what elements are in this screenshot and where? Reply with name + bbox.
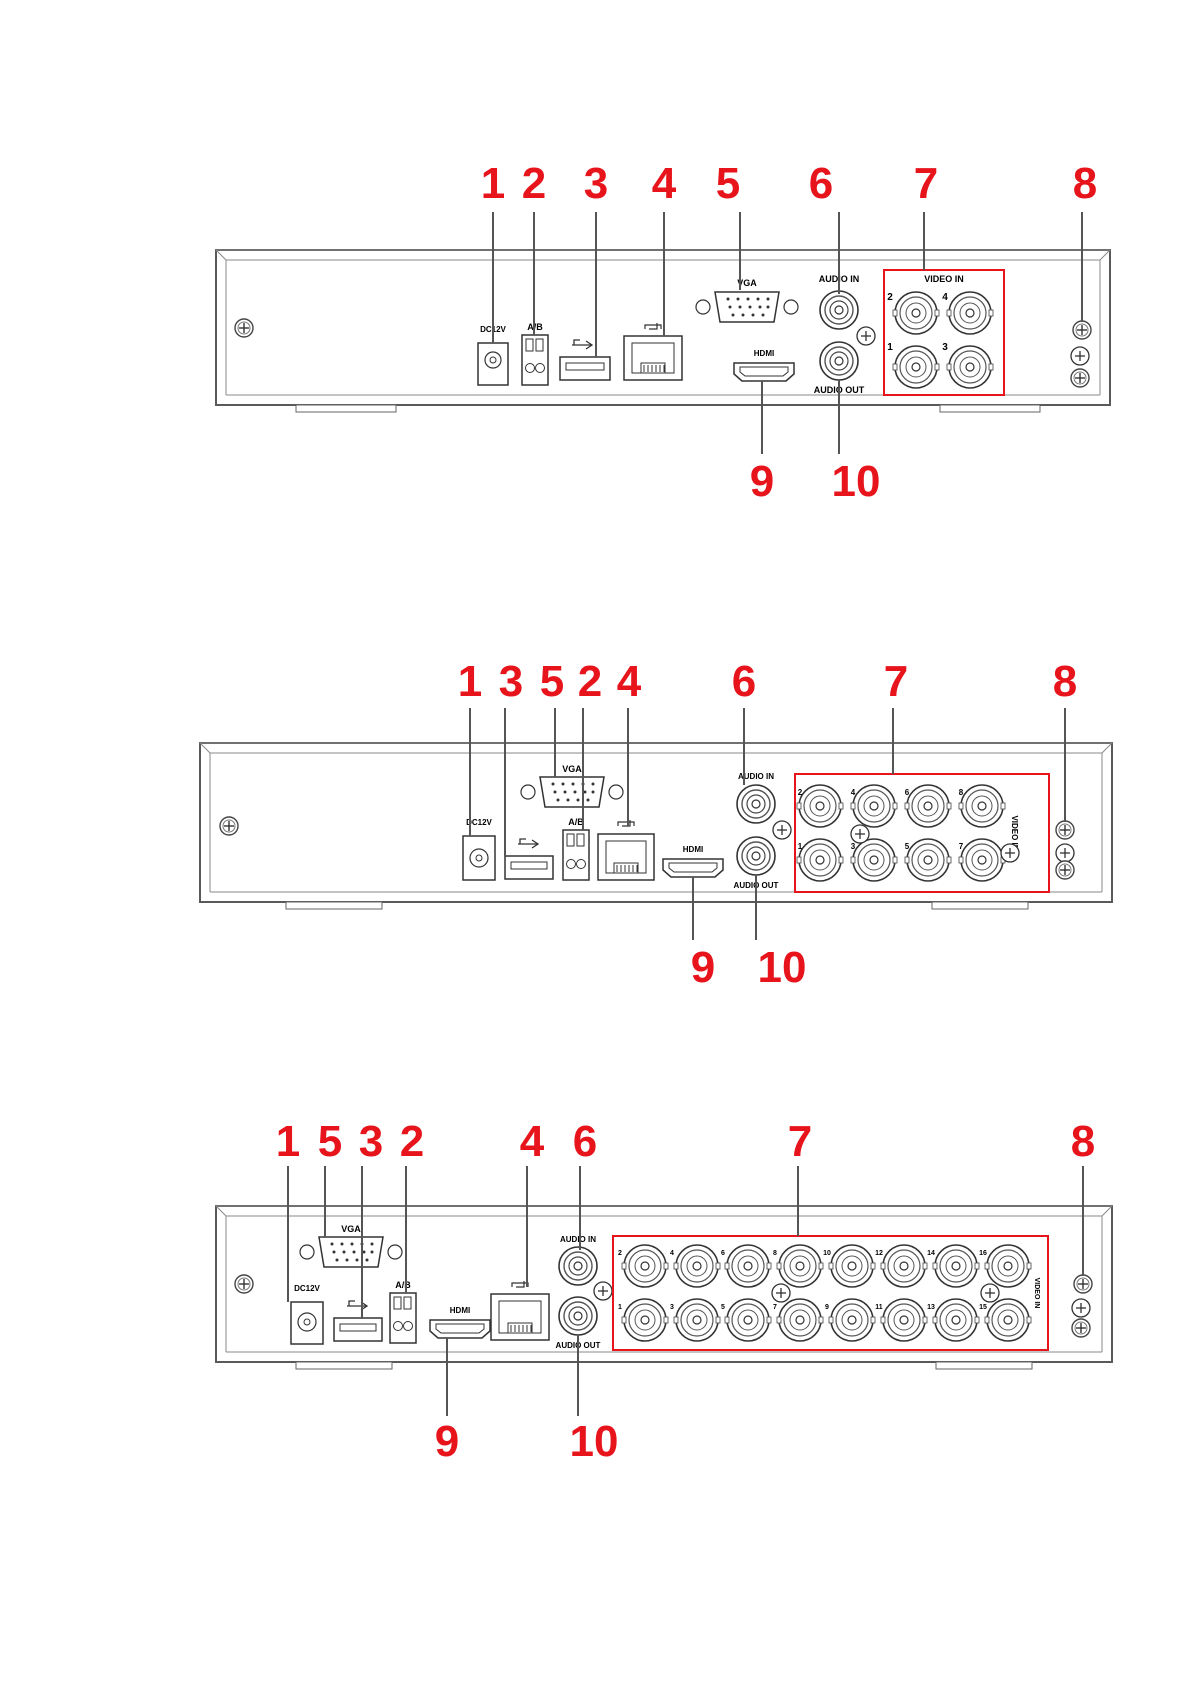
callout-number: 2 [522, 159, 546, 208]
channel-number: 12 [875, 1250, 883, 1257]
callout-number: 3 [359, 1117, 383, 1166]
ground-icon [1001, 844, 1019, 862]
channel-number: 9 [825, 1304, 829, 1311]
callout-number: 1 [276, 1117, 300, 1166]
audio-out-jack [737, 837, 775, 875]
panel-8ch: DC12V VGA A/B [200, 657, 1112, 992]
callout-number: 8 [1053, 657, 1077, 706]
channel-number: 7 [773, 1304, 777, 1311]
channel-number: 15 [979, 1304, 987, 1311]
hdmi-label: HDMI [683, 845, 703, 854]
callout-number: 2 [578, 657, 602, 706]
ground-icon [851, 825, 869, 843]
audio-in-jack [737, 785, 775, 823]
channel-number: 1 [887, 342, 893, 353]
channel-number: 3 [851, 842, 856, 851]
hdmi-label: HDMI [754, 349, 774, 358]
callout-number: 10 [758, 943, 807, 992]
callout-number: 7 [914, 159, 938, 208]
ground-screws [1072, 1275, 1092, 1337]
callout-number: 8 [1073, 159, 1097, 208]
callout-number: 2 [400, 1117, 424, 1166]
channel-number: 5 [721, 1304, 725, 1311]
callout-number: 8 [1071, 1117, 1095, 1166]
hdmi-label: HDMI [450, 1306, 470, 1315]
channel-number: 2 [798, 788, 803, 797]
callout-number: 7 [788, 1117, 812, 1166]
ground-icon [773, 821, 791, 839]
video-in-label: VIDEO IN [1033, 1278, 1040, 1309]
callout-number: 5 [716, 159, 740, 208]
ab-label: A/B [527, 322, 543, 332]
channel-number: 1 [798, 842, 803, 851]
callout-number: 4 [652, 159, 677, 208]
callout-number: 6 [573, 1117, 597, 1166]
ground-screws [1056, 821, 1074, 879]
panel-16ch: VGA DC12V A/B HDMI [216, 1117, 1112, 1466]
ground-screws [1071, 321, 1091, 387]
ground-icon [981, 1284, 999, 1302]
channel-number: 6 [721, 1250, 725, 1257]
callout-number: 5 [318, 1117, 342, 1166]
callout-number: 7 [884, 657, 908, 706]
audio-in-jack [820, 291, 858, 329]
channel-number: 4 [851, 788, 856, 797]
channel-number: 1 [618, 1304, 622, 1311]
callout-number: 5 [540, 657, 564, 706]
vga-label: VGA [562, 764, 582, 774]
audio-in-jack [559, 1247, 597, 1285]
ground-icon [594, 1282, 612, 1300]
channel-number: 11 [875, 1304, 883, 1311]
ab-label: A/B [395, 1280, 411, 1290]
callout-number: 6 [809, 159, 833, 208]
channel-number: 8 [959, 788, 964, 797]
callout-number: 9 [750, 457, 774, 506]
channel-number: 2 [618, 1250, 622, 1257]
channel-number: 16 [979, 1250, 987, 1257]
callout-number: 4 [617, 657, 642, 706]
video-in-label: VIDEO IN [924, 274, 964, 284]
channel-number: 7 [959, 842, 964, 851]
channel-number: 14 [927, 1250, 935, 1257]
channel-number: 5 [905, 842, 910, 851]
audio-in-label: AUDIO IN [560, 1235, 596, 1244]
callout-number: 9 [435, 1417, 459, 1466]
callout-number: 6 [732, 657, 756, 706]
callout-number: 10 [832, 457, 881, 506]
ab-label: A/B [568, 817, 584, 827]
callout-number: 3 [499, 657, 523, 706]
ground-icon [857, 327, 875, 345]
channel-number: 4 [670, 1250, 674, 1257]
channel-number: 3 [670, 1304, 674, 1311]
channel-number: 3 [942, 342, 948, 353]
channel-number: 13 [927, 1304, 935, 1311]
callout-number: 10 [570, 1417, 619, 1466]
dc-label: DC12V [294, 1284, 320, 1293]
ground-icon [772, 1284, 790, 1302]
vga-label: VGA [341, 1224, 361, 1234]
audio-out-jack [820, 342, 858, 380]
channel-number: 10 [823, 1250, 831, 1257]
channel-number: 6 [905, 788, 910, 797]
callout-number: 1 [458, 657, 482, 706]
channel-number: 2 [887, 292, 893, 303]
panel-4ch: DC12V A/B [216, 159, 1110, 506]
callout-number: 3 [584, 159, 608, 208]
channel-number: 8 [773, 1250, 777, 1257]
callout-number: 1 [481, 159, 505, 208]
callout-number: 4 [520, 1117, 545, 1166]
callout-number: 9 [691, 943, 715, 992]
audio-out-jack [559, 1297, 597, 1335]
channel-number: 4 [942, 292, 948, 303]
